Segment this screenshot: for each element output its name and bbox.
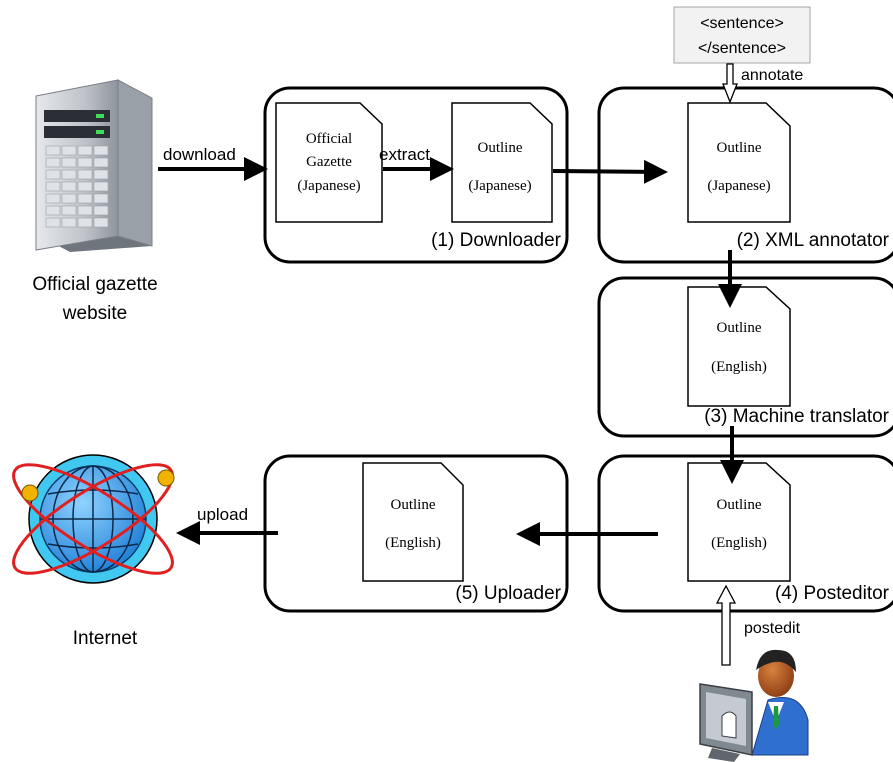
outline-jp-doc-line1: Outline: [478, 140, 523, 156]
xml-tag-box: <sentence> </sentence>: [673, 6, 811, 64]
gazette-document: Official Gazette (Japanese): [275, 102, 383, 223]
annotator-title: (2) XML annotator: [737, 230, 890, 251]
server-label-line1: Official gazette: [32, 274, 157, 295]
postedit-arrow: [715, 584, 737, 666]
annotator-doc-line1: Outline: [717, 140, 762, 156]
uploader-title: (5) Uploader: [455, 583, 561, 604]
annotator-box: [597, 86, 893, 264]
outline-jp-doc-downloader: Outline (Japanese): [451, 102, 553, 223]
gazette-doc-line2: Gazette: [306, 154, 352, 170]
translator-doc-line1: Outline: [717, 320, 762, 336]
annotator-doc-line2: (Japanese): [707, 178, 770, 194]
extract-label: extract: [379, 145, 430, 164]
posteditor-title: (4) Posteditor: [775, 583, 890, 604]
gazette-doc-line1: Official: [306, 131, 352, 147]
uploader-doc-line2: (English): [385, 535, 441, 551]
outline-jp-doc-line2: (Japanese): [468, 178, 531, 194]
person-at-computer-icon: [699, 649, 809, 762]
downloader-title: (1) Downloader: [431, 230, 562, 251]
gazette-doc-line3: (Japanese): [297, 178, 360, 194]
posteditor-doc-line2: (English): [711, 535, 767, 551]
server-label-line2: website: [62, 303, 127, 324]
translator-title: (3) Machine translator: [704, 406, 889, 427]
translator-doc-line2: (English): [711, 359, 767, 375]
annotate-arrow: [722, 63, 738, 104]
outline-en-doc-posteditor: Outline (English): [687, 462, 791, 582]
annotate-label: annotate: [741, 67, 803, 84]
xml-tag-close: </sentence>: [698, 40, 786, 57]
to-annotator-arrow: [552, 159, 668, 184]
server-icon: [35, 79, 153, 252]
postedit-label: postedit: [744, 620, 801, 637]
download-label: download: [163, 145, 236, 164]
outline-en-doc-uploader: Outline (English): [362, 462, 464, 582]
outline-en-doc-translator: Outline (English): [687, 286, 791, 407]
translator-box: [597, 276, 893, 438]
outline-jp-doc-annotator: Outline (Japanese): [687, 102, 791, 223]
uploader-doc-line1: Outline: [391, 497, 436, 513]
upload-label: upload: [197, 505, 248, 524]
xml-tag-open: <sentence>: [700, 15, 784, 32]
posteditor-doc-line1: Outline: [717, 497, 762, 513]
internet-globe-icon: [12, 454, 175, 584]
internet-label: Internet: [73, 628, 138, 649]
